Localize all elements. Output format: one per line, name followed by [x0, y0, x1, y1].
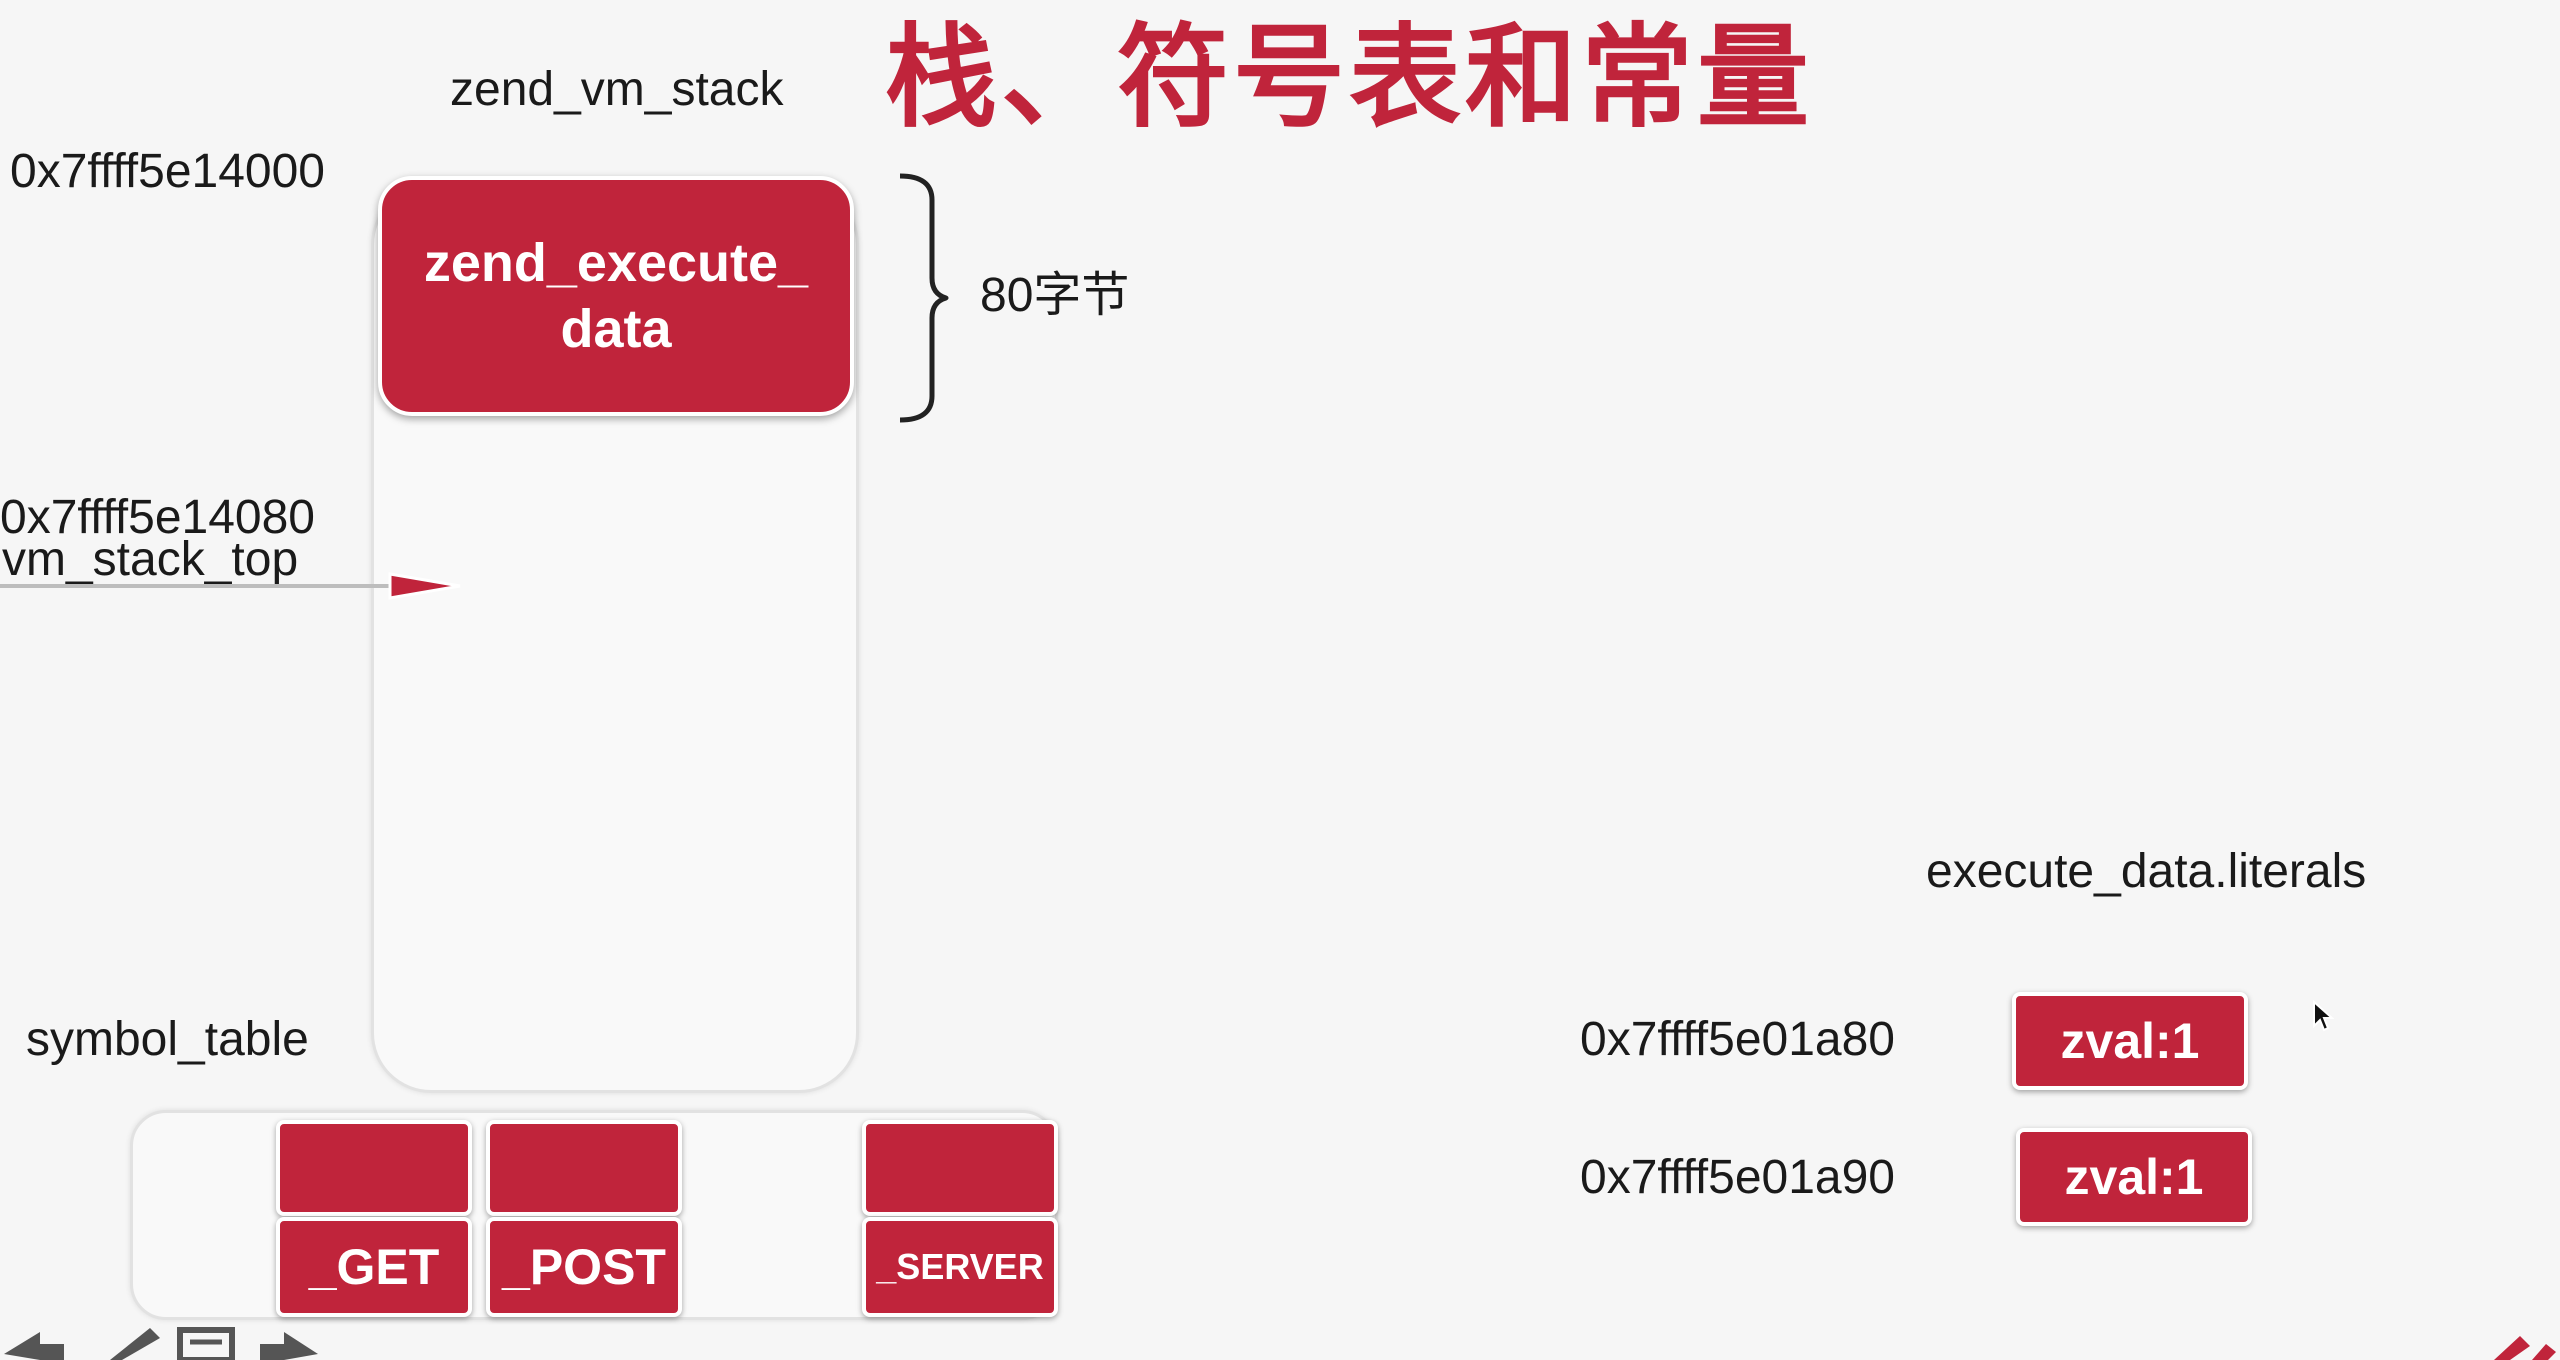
logo-icon: [2494, 1336, 2556, 1360]
symbol-bucket: [486, 1120, 682, 1216]
slide-nav-toolbar: [4, 1327, 318, 1360]
menu-icon[interactable]: [177, 1327, 235, 1360]
stack-top-arrow-icon: [0, 572, 461, 600]
pen-icon[interactable]: [110, 1328, 160, 1360]
stack-top-address: 0x7ffff5e14080: [0, 491, 315, 544]
slide-title: 栈、符号表和常量: [885, 13, 1813, 143]
stack-start-address: 0x7ffff5e14000: [10, 145, 325, 198]
size-brace-icon: [899, 173, 949, 423]
symbol-bucket: [276, 1120, 472, 1216]
next-arrow-icon[interactable]: [260, 1332, 318, 1360]
prev-arrow-icon[interactable]: [4, 1332, 64, 1360]
stack-name-label: zend_vm_stack: [450, 63, 784, 116]
symbol-key-post: _POST: [486, 1217, 682, 1317]
literal-address: 0x7ffff5e01a80: [1580, 1013, 1895, 1066]
literal-zval: zval:1: [2012, 992, 2248, 1090]
symbol-bucket: [862, 1120, 1058, 1216]
frame-size-label: 80字节: [980, 269, 1130, 322]
stack-top-name: vm_stack_top: [2, 533, 299, 586]
symbol-table-label: symbol_table: [26, 1013, 309, 1066]
symbol-key-get: _GET: [276, 1217, 472, 1317]
zend-execute-data-frame: zend_execute_ data: [378, 176, 854, 416]
literals-label: execute_data.literals: [1926, 845, 2367, 898]
symbol-key-server: _SERVER: [862, 1217, 1058, 1317]
mouse-cursor-icon: [2313, 1000, 2334, 1032]
literal-address: 0x7ffff5e01a90: [1580, 1151, 1895, 1204]
literal-zval: zval:1: [2016, 1128, 2252, 1226]
